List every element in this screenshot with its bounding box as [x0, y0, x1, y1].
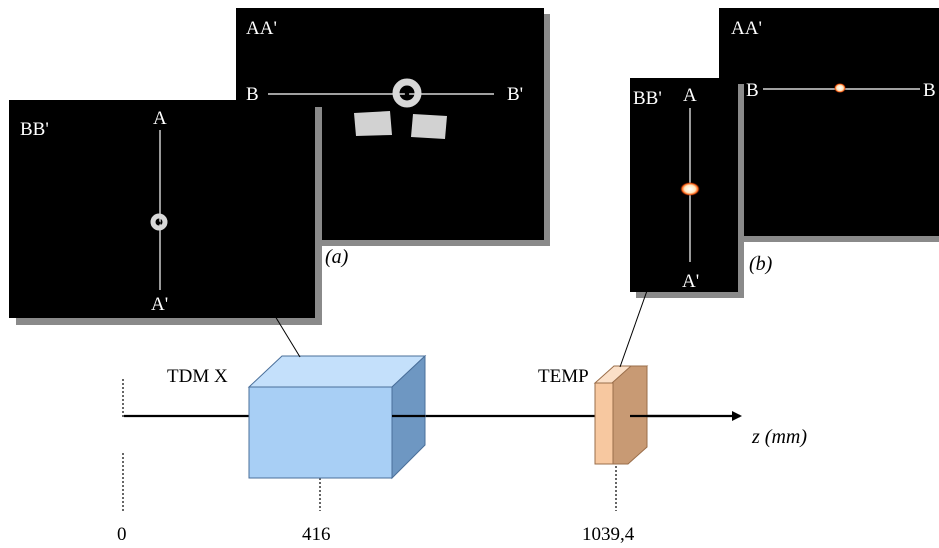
spect-cut-line-top-end: A	[683, 85, 697, 106]
ct-to-image-arrow	[262, 296, 301, 358]
activity-hotspot-top	[834, 83, 846, 93]
phantom-core-side	[157, 221, 161, 225]
ct-block-front	[248, 386, 393, 479]
spect-cut-line-left-end: B	[746, 80, 759, 101]
position-label-2: 1039,4	[582, 524, 635, 545]
cut-line-top-end: A	[153, 108, 167, 129]
z-axis-label: z (mm)	[751, 426, 807, 448]
aa-image-title: AA'	[246, 18, 277, 39]
spect-cut-line-right-end: B	[923, 80, 936, 101]
bb-spect-title: BB'	[633, 88, 662, 109]
phantom-core	[404, 91, 410, 97]
bb-image-title: BB'	[20, 119, 49, 140]
spect-plate-front	[594, 382, 614, 465]
position-label-0: 0	[117, 524, 127, 545]
position-label-1: 416	[302, 524, 331, 545]
phantom-support-right	[411, 114, 447, 139]
ct-label: TDM X	[167, 366, 228, 387]
cut-line-bottom-end: A'	[151, 294, 168, 315]
spect-plate	[593, 365, 649, 465]
cut-line-right-end: B'	[507, 84, 523, 105]
panel-b-caption: (b)	[749, 253, 773, 275]
phantom-ring-side	[150, 213, 168, 231]
phantom-support-left	[354, 111, 392, 136]
panel-a: AA' B B' BB' A A' (a)	[9, 8, 550, 325]
panel-a-caption: (a)	[325, 246, 349, 268]
phantom-ring	[392, 78, 422, 108]
aa-spect-title: AA'	[731, 18, 762, 39]
spect-to-image-arrow	[619, 269, 657, 368]
setup: TDM X TEMP z (mm) 0 416 1039,4	[117, 269, 807, 545]
aa-spect-image	[719, 8, 939, 236]
spect-label: TEMP	[538, 366, 589, 387]
panel-b: AA' B B BB' A A' (b)	[630, 8, 939, 298]
bb-ct-image	[9, 100, 315, 318]
activity-hotspot-side	[680, 182, 700, 196]
spect-cut-line-bottom-end: A'	[682, 271, 699, 292]
cut-line-left-end: B	[246, 84, 259, 105]
